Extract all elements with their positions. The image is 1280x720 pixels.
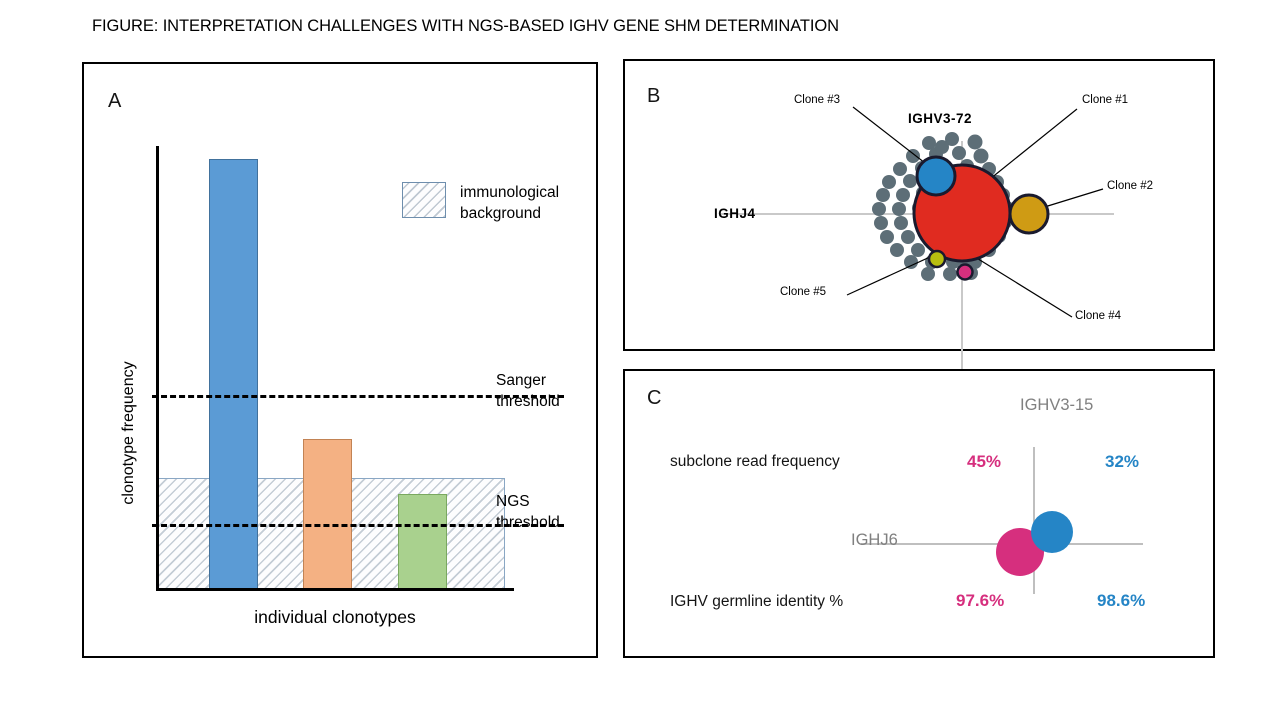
subclone-read-frequency-label: subclone read frequency	[670, 453, 840, 470]
clone-bubble-5	[927, 249, 947, 269]
clone-bubble-3	[915, 155, 957, 197]
clone-label-3: Clone #3	[794, 94, 841, 106]
subclone-dot-blue	[1031, 511, 1073, 553]
b-gene-label-ighv: IGHV3-72	[908, 111, 973, 126]
legend-label: immunological background	[460, 184, 560, 222]
c-gene-label-ighj: IGHJ6	[851, 531, 898, 549]
bar-clonotype-1	[209, 159, 258, 589]
panel-b: B IGHV3-72 IGHJ4	[623, 59, 1215, 373]
sanger-threshold-label: Sanger threshold	[496, 370, 560, 412]
value-blue-read-frequency: 32%	[1105, 452, 1140, 471]
legend-swatch-hatched-icon	[402, 182, 446, 218]
panel-b-letter: B	[647, 85, 661, 107]
clone-label-5: Clone #5	[780, 286, 827, 298]
clone-label-2: Clone #2	[1107, 180, 1154, 192]
ighv-germline-identity-label: IGHV germline identity %	[670, 593, 844, 610]
bar-chart-clonotype-frequency: Sanger threshold NGS threshold clonotype…	[84, 64, 596, 656]
panel-c-letter: C	[647, 387, 662, 409]
subclone-scatter-plot: subclone read frequency IGHV germline id…	[625, 371, 1213, 656]
clone-label-4: Clone #4	[1075, 310, 1122, 322]
y-axis-title: clonotype frequency	[120, 361, 137, 505]
sanger-threshold-line	[152, 395, 564, 398]
page-title: FIGURE: INTERPRETATION CHALLENGES WITH N…	[92, 17, 839, 35]
value-blue-germline-identity: 98.6%	[1097, 591, 1146, 610]
clone-bubble-4	[956, 263, 974, 281]
b-gene-label-ighj: IGHJ4	[714, 206, 756, 221]
x-axis-title: individual clonotypes	[254, 607, 416, 627]
panel-a: A Sanger threshold NGS threshold clonoty…	[82, 62, 598, 658]
value-pink-read-frequency: 45%	[967, 452, 1002, 471]
value-pink-germline-identity: 97.6%	[956, 591, 1005, 610]
bar-clonotype-3	[398, 494, 447, 589]
sanger-threshold-label-line2: threshold	[496, 393, 560, 410]
x-axis-line	[156, 588, 514, 591]
ngs-threshold-label-line1: NGS	[496, 493, 530, 510]
clone-bubble-2	[1008, 193, 1050, 235]
panel-c: C subclone read frequency IGHV germline …	[623, 369, 1215, 658]
y-axis-line	[156, 146, 159, 591]
panel-a-letter: A	[108, 90, 122, 112]
ngs-threshold-line	[152, 524, 564, 527]
chart-legend: immunological background	[402, 182, 590, 224]
clone-label-1: Clone #1	[1082, 94, 1129, 106]
b-bubble-svg	[846, 106, 1104, 318]
ngs-threshold-label-line2: threshold	[496, 514, 560, 531]
ngs-threshold-label: NGS threshold	[496, 491, 560, 533]
c-gene-label-ighv: IGHV3-15	[1020, 396, 1094, 414]
clone-bubble-plot: IGHV3-72 IGHJ4	[625, 61, 1213, 373]
sanger-threshold-label-line1: Sanger	[496, 372, 546, 389]
bar-clonotype-2	[303, 439, 352, 589]
